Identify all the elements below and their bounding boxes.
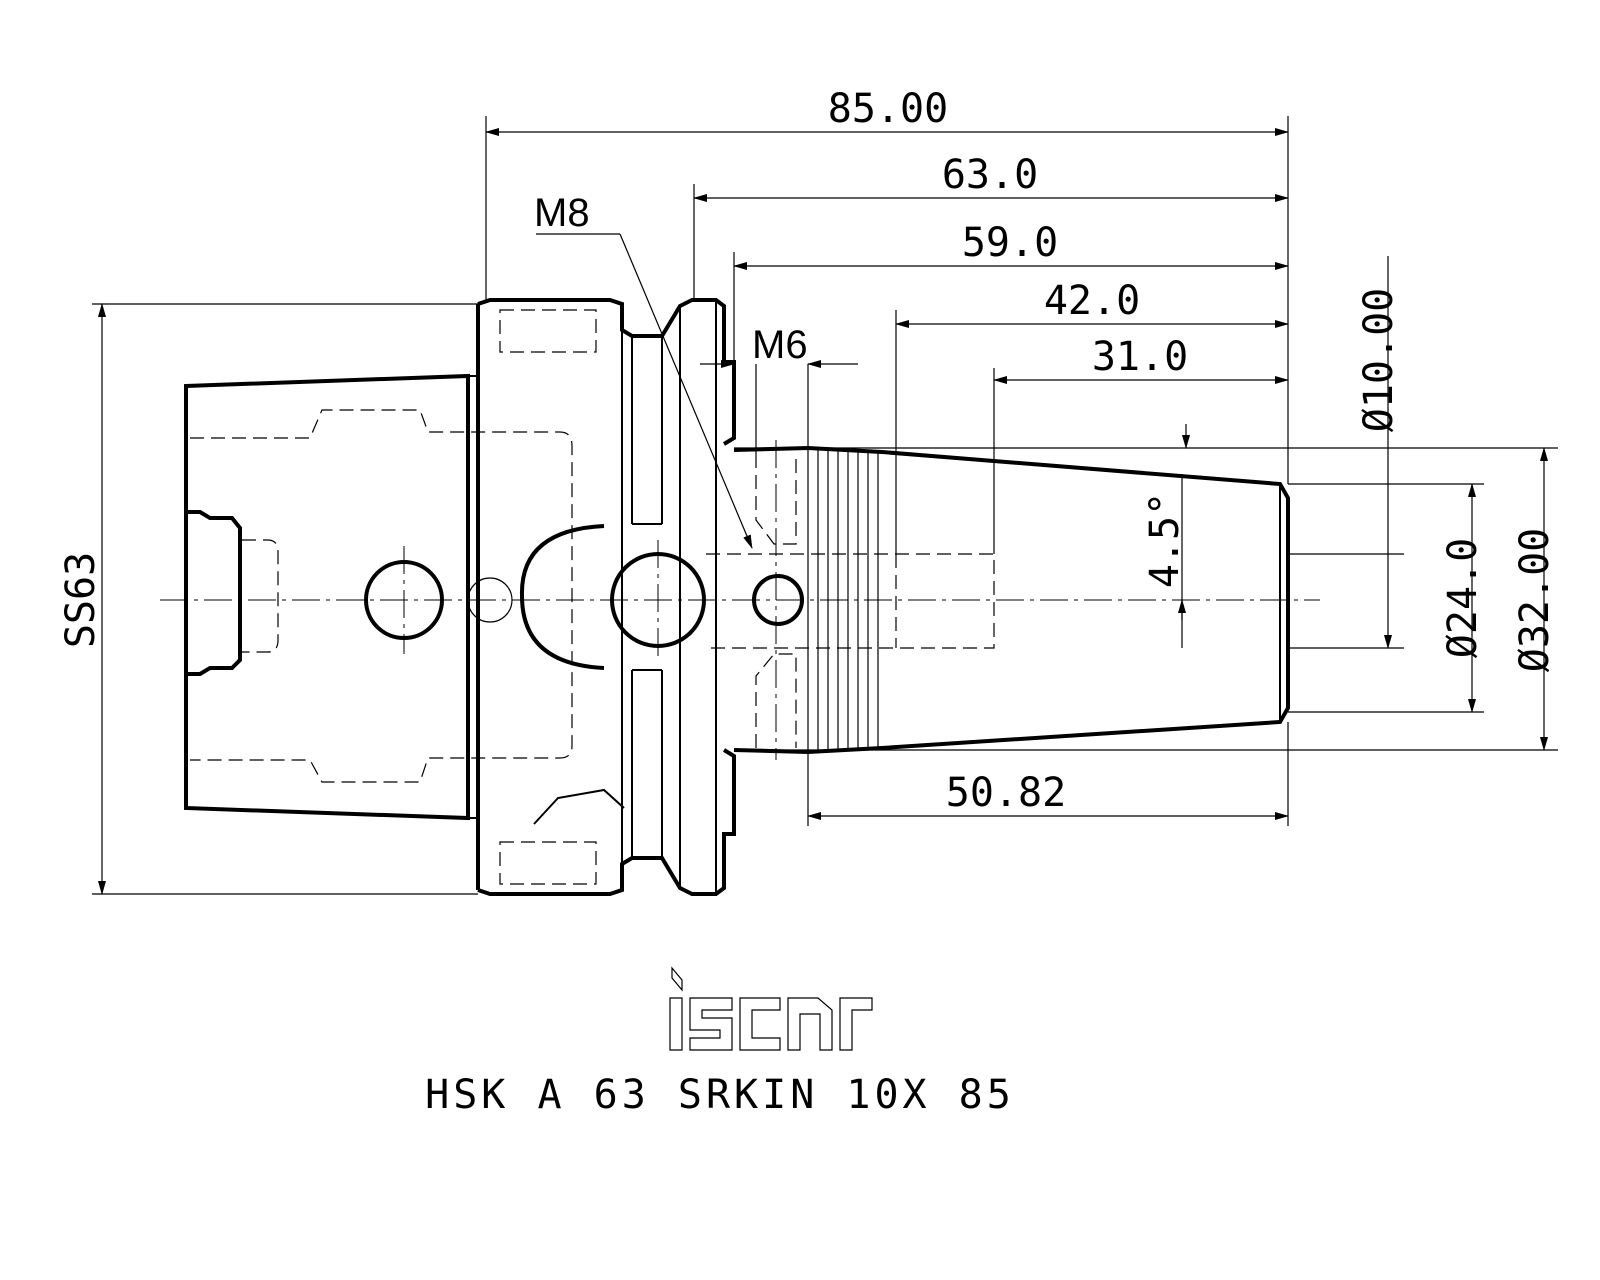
dim-d24: Ø24.0: [1288, 483, 1486, 713]
dim-d32-label: Ø32.00: [1512, 528, 1558, 673]
dim-31: 31.0: [993, 334, 1289, 554]
dim-63-label: 63.0: [942, 152, 1038, 198]
dim-59: 59.0: [733, 220, 1289, 362]
dim-85: 85.00: [485, 86, 1289, 484]
dim-d10: Ø10.00: [1288, 256, 1404, 649]
dim-taper-angle: 4.5°: [1142, 424, 1190, 648]
dim-42: 42.0: [895, 278, 1289, 554]
dim-d32: Ø32.00: [734, 447, 1558, 751]
iscar-logo: [669, 966, 873, 1051]
hsk-shank: [184, 373, 573, 821]
dim-ss63: SS63: [58, 303, 478, 895]
dim-31-label: 31.0: [1092, 334, 1188, 380]
dim-42-label: 42.0: [1044, 278, 1140, 324]
dim-ss63-label: SS63: [58, 552, 104, 648]
callout-m8-label: M8: [534, 191, 590, 235]
callout-m6-label: M6: [752, 323, 808, 367]
dim-63: 63.0: [693, 152, 1289, 300]
dim-85-label: 85.00: [828, 86, 948, 132]
dim-50-82: 50.82: [807, 722, 1289, 826]
dim-taper-angle-label: 4.5°: [1142, 492, 1188, 588]
dim-59-label: 59.0: [962, 220, 1058, 266]
dim-d24-label: Ø24.0: [1440, 538, 1486, 658]
flange: [476, 298, 736, 896]
callout-m8: M8: [534, 191, 753, 549]
product-title: HSK A 63 SRKIN 10X 85: [425, 1072, 1015, 1118]
dim-d10-label: Ø10.00: [1356, 288, 1402, 433]
dim-50-82-label: 50.82: [946, 770, 1066, 816]
callout-m6: M6: [700, 323, 858, 454]
